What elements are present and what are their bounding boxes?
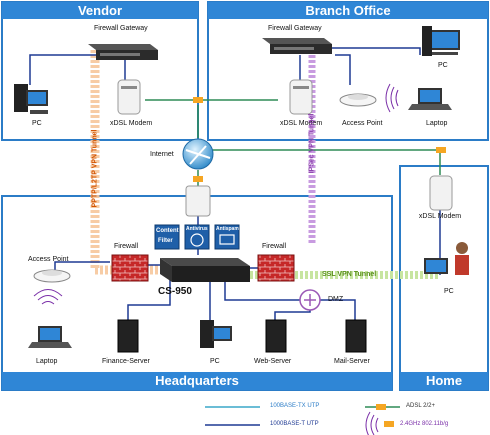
dmz-label: DMZ bbox=[328, 296, 344, 303]
dmz-router-icon bbox=[299, 289, 321, 311]
cs950-icon bbox=[160, 258, 250, 282]
finance-server-icon bbox=[117, 319, 139, 353]
legend-adsl: ADSL 2/2+ bbox=[406, 403, 435, 409]
home-modem-icon bbox=[429, 175, 453, 211]
legend bbox=[205, 404, 400, 435]
hq-pc-label: PC bbox=[210, 358, 220, 365]
branch-laptop-icon bbox=[385, 83, 452, 113]
home-pc-label: PC bbox=[444, 288, 454, 295]
branch-access-point-icon bbox=[339, 93, 377, 107]
zone-home-title: Home bbox=[425, 373, 463, 388]
hq-laptop-label: Laptop bbox=[36, 358, 58, 365]
hq-modem-icon bbox=[185, 185, 211, 217]
vendor-gateway-label: Firewall Gateway bbox=[94, 25, 148, 32]
zone-branch bbox=[207, 1, 489, 141]
hq-firewall-right-icon bbox=[257, 254, 295, 282]
branch-modem-icon bbox=[289, 79, 313, 115]
legend-utp-100: 100BASE-TX UTP bbox=[270, 403, 320, 409]
antivirus-label: Antivirus bbox=[186, 226, 208, 232]
antispam-label: Antispam bbox=[216, 226, 239, 232]
hq-pc-icon bbox=[200, 320, 232, 348]
hq-firewall-left-label: Firewall bbox=[114, 243, 139, 250]
adsl-badges bbox=[193, 97, 446, 182]
mail-server-label: Mail-Server bbox=[334, 358, 370, 365]
web-server-icon bbox=[265, 319, 287, 353]
hq-ap-label: Access Point bbox=[28, 256, 69, 263]
zone-headquarters-title: Headquarters bbox=[155, 373, 239, 388]
branch-laptop-label: Laptop bbox=[426, 120, 448, 127]
home-pc-icon bbox=[424, 242, 469, 275]
hq-firewall-left-icon bbox=[111, 254, 149, 282]
branch-gateway-label: Firewall Gateway bbox=[268, 25, 322, 32]
zone-vendor bbox=[1, 1, 199, 141]
branch-modem-label: xDSL Modem bbox=[280, 120, 323, 127]
home-modem-label: xDSL Modem bbox=[418, 213, 462, 220]
internet-globe-icon bbox=[182, 138, 214, 170]
branch-pc-icon bbox=[422, 26, 460, 56]
cs950-label: CS-950 bbox=[158, 286, 192, 297]
pptp-tunnel-label: PPTP/L2TP VPN Tunnel bbox=[91, 129, 99, 208]
ssl-tunnel-label: SSL VPN Tunnel bbox=[322, 271, 377, 278]
ipsec-tunnel-label: IPSec VPN Tunnel bbox=[308, 113, 316, 174]
zone-branch-title: Branch Office bbox=[305, 3, 391, 18]
branch-pc-label: PC bbox=[438, 62, 448, 69]
vendor-pc-label: PC bbox=[32, 120, 42, 127]
hq-access-point-icon bbox=[33, 269, 71, 283]
internet-label: Internet bbox=[150, 151, 174, 158]
branch-firewall-gateway-icon bbox=[262, 38, 332, 54]
zone-home bbox=[399, 165, 489, 391]
content-filter-label-2: Filter bbox=[158, 238, 173, 244]
legend-utp-1000: 1000BASE-T UTP bbox=[270, 421, 319, 427]
web-server-label: Web-Server bbox=[254, 358, 292, 365]
vendor-modem-icon bbox=[117, 79, 141, 115]
hq-firewall-right-label: Firewall bbox=[262, 243, 287, 250]
vendor-firewall-gateway-icon bbox=[88, 44, 158, 60]
branch-ap-label: Access Point bbox=[342, 120, 383, 127]
hq-laptop-icon bbox=[28, 289, 72, 348]
vendor-modem-label: xDSL Modem bbox=[110, 120, 153, 127]
legend-wifi: 2.4GHz 802.11b/g bbox=[400, 421, 449, 427]
content-filter-label-1: Content bbox=[156, 228, 179, 234]
mail-server-icon bbox=[345, 319, 367, 353]
zone-vendor-title: Vendor bbox=[77, 3, 123, 18]
vendor-pc-icon bbox=[14, 84, 48, 114]
filter-icons bbox=[154, 224, 240, 250]
finance-server-label: Finance-Server bbox=[102, 358, 150, 365]
pptp-tunnel bbox=[90, 50, 160, 275]
